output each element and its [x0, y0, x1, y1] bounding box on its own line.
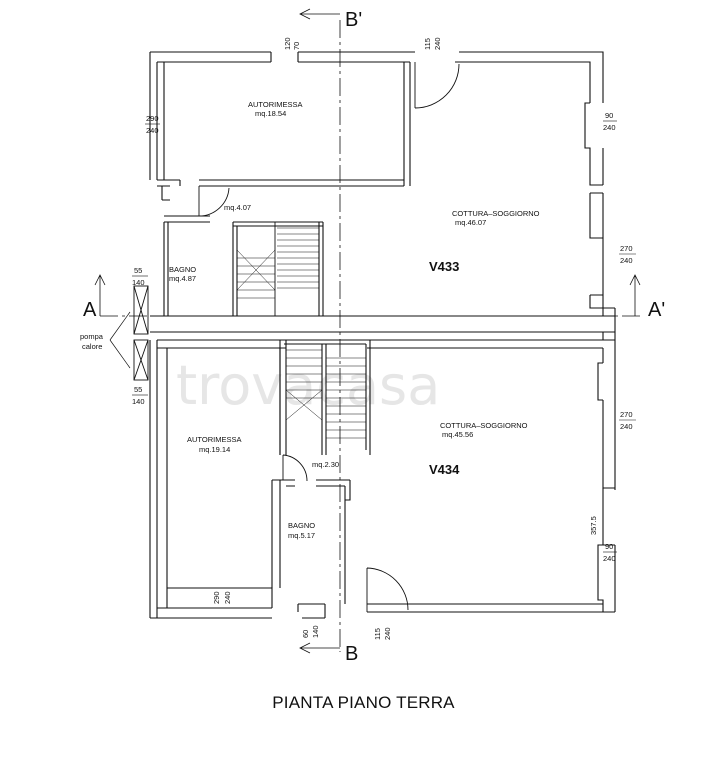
- room-name: BAGNO: [288, 521, 315, 530]
- room-name: COTTURA–SOGGIORNO: [440, 421, 528, 430]
- dimension-height: 240: [146, 126, 159, 135]
- dimension-height: 240: [223, 591, 232, 604]
- dimension-height: 240: [603, 554, 616, 563]
- section-b-top-label: B': [345, 9, 362, 31]
- section-lines: [100, 20, 640, 652]
- dimension-height: 70: [292, 42, 301, 50]
- room-name: AUTORIMESSA: [187, 435, 241, 444]
- room-area: mq.18.54: [255, 109, 286, 118]
- dimension-width: 115: [373, 628, 382, 640]
- section-b-bottom-label: B: [345, 643, 358, 665]
- drawing-title: PIANTA PIANO TERRA: [272, 693, 455, 712]
- dimension-width: 270: [620, 244, 633, 253]
- dimension-width: 270: [620, 410, 633, 419]
- heat-pump-units: [109, 285, 149, 381]
- dimension-height: 140: [132, 278, 145, 287]
- walls: [149, 51, 616, 619]
- room-name: COTTURA–SOGGIORNO: [452, 209, 540, 218]
- dimension-width: 115: [423, 38, 432, 50]
- door-swings: [198, 62, 460, 612]
- section-markers: [94, 8, 641, 654]
- dimension-height: 240: [620, 256, 633, 265]
- room-area: mq.5.17: [288, 531, 315, 540]
- room-area: mq.2.30: [312, 460, 339, 469]
- dimension-height: 240: [433, 37, 442, 50]
- dimension-single: 357.5: [589, 516, 598, 535]
- section-a-left-label: A: [83, 299, 97, 321]
- room-area: mq.45.56: [442, 430, 473, 439]
- dimension-width: 60: [301, 630, 310, 638]
- room-labels: AUTORIMESSA mq.18.54 COTTURA–SOGGIORNO m…: [169, 100, 540, 540]
- dimension-width: 90: [605, 542, 613, 551]
- dimension-height: 140: [311, 625, 320, 638]
- unit-code-v434: V434: [429, 462, 460, 477]
- watermark: trovacasa: [176, 354, 440, 417]
- dimension-height: 240: [603, 123, 616, 132]
- dimension-width: 55: [134, 385, 142, 394]
- heat-pump-label-2: calore: [82, 342, 102, 351]
- room-area: mq.4.87: [169, 274, 196, 283]
- room-area: mq.4.07: [224, 203, 251, 212]
- dimension-width: 120: [283, 37, 292, 50]
- room-name: AUTORIMESSA: [248, 100, 302, 109]
- dimension-width: 55: [134, 266, 142, 275]
- section-a-right-label: A': [648, 299, 665, 321]
- dimension-width: 90: [605, 111, 613, 120]
- dimension-height: 240: [620, 422, 633, 431]
- heat-pump-label-1: pompa: [80, 332, 104, 341]
- dimension-labels: 120 70 115 240 290 240 90 240 270 240 55…: [132, 37, 636, 640]
- room-name: BAGNO: [169, 265, 196, 274]
- room-area: mq.46.07: [455, 218, 486, 227]
- stair-treads: [236, 227, 366, 439]
- unit-code-v433: V433: [429, 259, 459, 274]
- dimension-width: 290: [212, 591, 221, 604]
- dimension-height: 240: [383, 627, 392, 640]
- room-area: mq.19.14: [199, 445, 230, 454]
- dimension-width: 290: [146, 114, 159, 123]
- dimension-height: 140: [132, 397, 145, 406]
